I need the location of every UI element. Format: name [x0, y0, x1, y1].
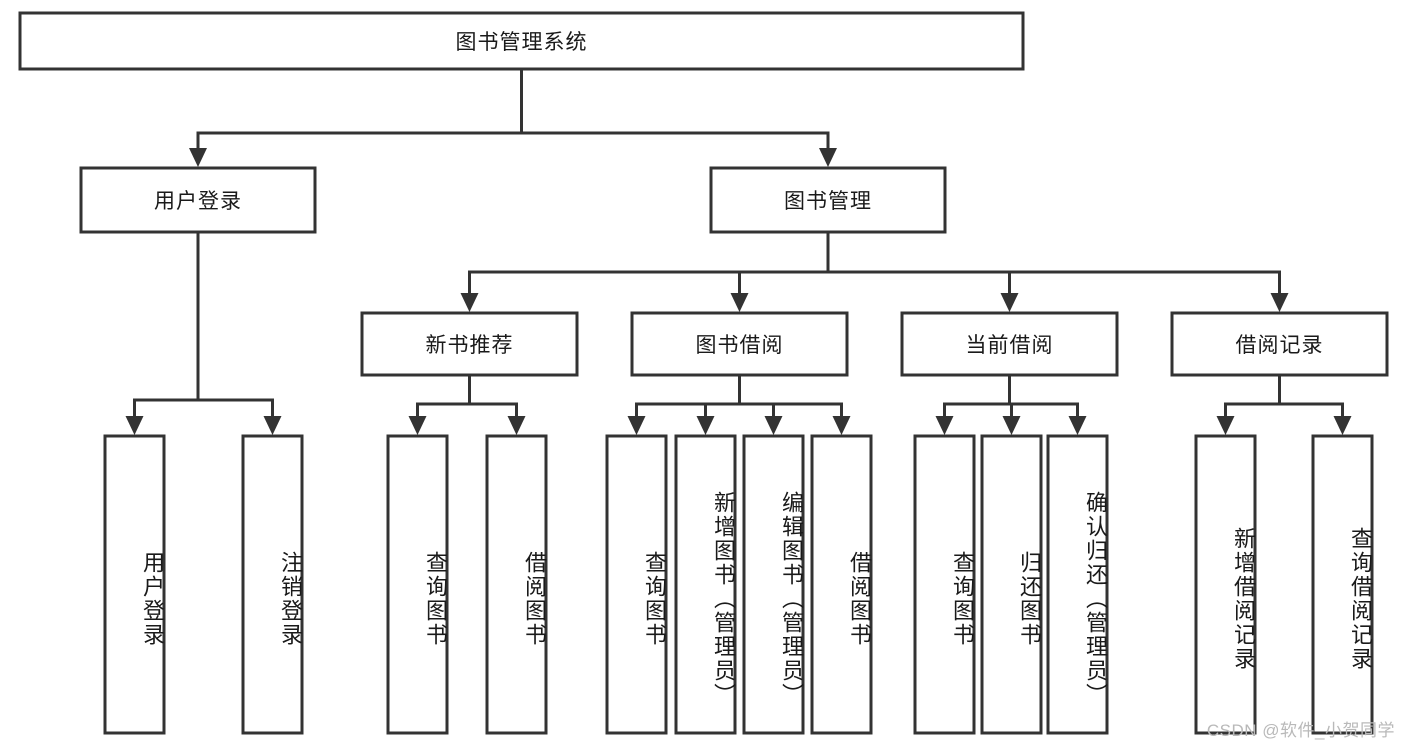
- arrow-head-e-current-leaf2: [1002, 416, 1021, 435]
- connector-e-root-userlogin: [189, 69, 523, 167]
- arrow-head-e-root-bookmanage: [819, 148, 837, 167]
- connector-e-current-leaf1: [935, 375, 1011, 435]
- node-box-leaf-query-book-2[interactable]: [605, 434, 668, 735]
- node-box-leaf-borrow-book-1[interactable]: [485, 434, 548, 735]
- connector-e-record-leaf2: [1278, 375, 1352, 435]
- arrow-head-e-root-userlogin: [189, 148, 207, 167]
- node-box-leaf-query-book-1[interactable]: [386, 434, 449, 735]
- arrow-head-e-bookmanage-newbook: [460, 293, 479, 312]
- node-box-leaf-add-book[interactable]: [674, 434, 737, 735]
- connector-e-borrow-leaf4: [738, 375, 851, 435]
- node-box-book-borrow[interactable]: [630, 311, 849, 377]
- arrow-head-e-record-leaf2: [1333, 416, 1352, 435]
- node-box-book-manage[interactable]: [709, 166, 947, 234]
- arrow-head-e-newbook-leaf1: [408, 416, 427, 435]
- node-box-root[interactable]: [18, 11, 1025, 71]
- arrow-head-e-userlogin-leaf1: [125, 416, 144, 435]
- connector-e-newbook-leaf2: [468, 375, 526, 435]
- connector-e-userlogin-leaf2: [196, 232, 282, 435]
- arrow-head-e-borrow-leaf4: [832, 416, 851, 435]
- node-box-leaf-query-record[interactable]: [1311, 434, 1374, 735]
- arrow-head-e-userlogin-leaf2: [263, 416, 282, 435]
- arrow-head-e-borrow-leaf1: [627, 416, 646, 435]
- node-box-new-book-recommend[interactable]: [360, 311, 579, 377]
- connector-e-bookmanage-record: [826, 232, 1289, 312]
- arrow-head-e-bookmanage-current: [1000, 293, 1019, 312]
- node-box-leaf-edit-book[interactable]: [742, 434, 805, 735]
- arrow-head-e-bookmanage-record: [1270, 293, 1289, 312]
- arrow-head-e-borrow-leaf3: [764, 416, 783, 435]
- node-box-current-borrow[interactable]: [900, 311, 1119, 377]
- arrow-head-e-record-leaf1: [1216, 416, 1235, 435]
- connector-e-bookmanage-borrow: [730, 232, 830, 312]
- arrow-head-e-current-leaf3: [1068, 416, 1087, 435]
- node-box-leaf-logout[interactable]: [241, 434, 304, 735]
- connector-e-newbook-leaf1: [408, 375, 471, 435]
- watermark-text: CSDN @软件_小贺同学: [1206, 721, 1395, 740]
- arrow-head-e-bookmanage-borrow: [730, 293, 749, 312]
- arrow-head-e-borrow-leaf2: [696, 416, 715, 435]
- arrow-head-e-newbook-leaf2: [507, 416, 526, 435]
- node-box-leaf-add-record[interactable]: [1194, 434, 1257, 735]
- connector-e-record-leaf1: [1216, 375, 1281, 435]
- node-box-leaf-borrow-book-2[interactable]: [810, 434, 873, 735]
- node-box-leaf-return-book[interactable]: [980, 434, 1043, 735]
- node-boxes-layer: [18, 11, 1389, 735]
- connectors-layer: [125, 69, 1352, 435]
- node-box-borrow-record[interactable]: [1170, 311, 1389, 377]
- arrow-head-e-current-leaf1: [935, 416, 954, 435]
- node-box-leaf-query-book-3[interactable]: [913, 434, 976, 735]
- connector-e-userlogin-leaf1: [125, 232, 200, 435]
- node-box-leaf-user-login[interactable]: [103, 434, 166, 735]
- connector-e-current-leaf3: [1008, 375, 1087, 435]
- connector-e-root-bookmanage: [520, 69, 837, 167]
- node-box-user-login[interactable]: [79, 166, 317, 234]
- node-box-leaf-confirm-return[interactable]: [1046, 434, 1109, 735]
